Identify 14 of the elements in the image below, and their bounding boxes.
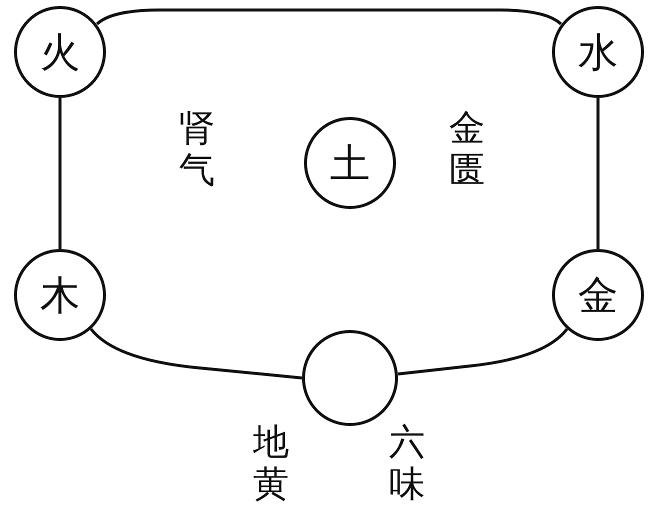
connector-line [58, 98, 62, 249]
element-circle: 金 [552, 249, 644, 341]
element-circle: 水 [552, 6, 644, 98]
vertical-label: 肾气 [178, 108, 216, 192]
connector-line [90, 328, 302, 380]
connector-line [596, 98, 600, 249]
vertical-label: 地黄 [252, 422, 290, 506]
element-circle: 木 [14, 249, 106, 341]
vertical-label: 金匮 [448, 108, 486, 192]
connector-line [96, 8, 562, 26]
element-circle: 土 [304, 117, 396, 209]
connector-line [398, 328, 568, 376]
element-circle: 火 [14, 6, 106, 98]
vertical-label: 六味 [388, 422, 426, 506]
